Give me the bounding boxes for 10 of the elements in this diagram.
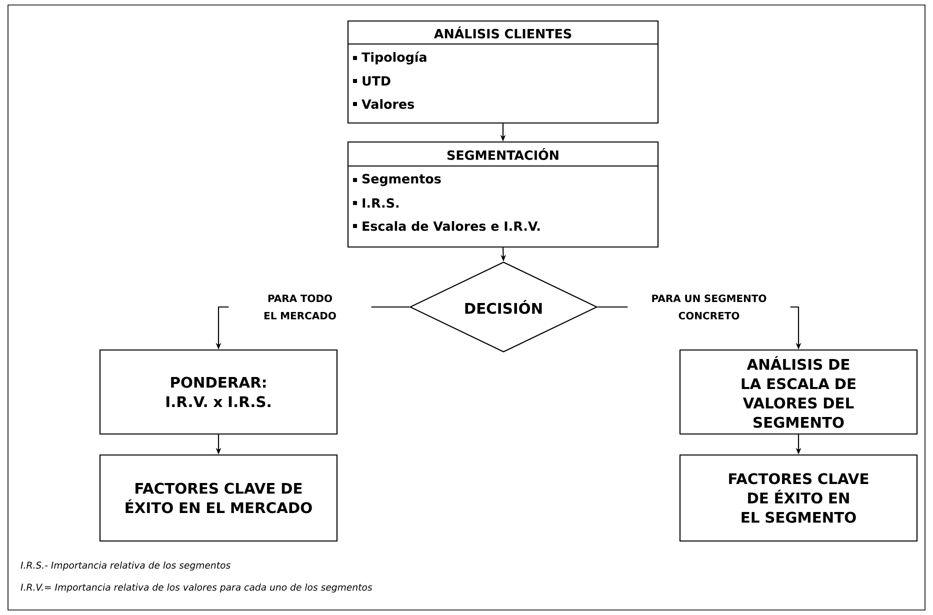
process-box: FACTORES CLAVE DE ÉXITO EN EL SEGMENTO xyxy=(679,454,918,542)
process-box: ANÁLISIS CLIENTES Tipología UTD Valores xyxy=(347,20,659,124)
footnote: I.R.S.- Importancia relativa de los segmentos xyxy=(20,562,230,571)
process-box: PONDERAR: I.R.V. x I.R.S. xyxy=(99,349,338,435)
edge-label: PARA UN SEGMENTO CONCRETO xyxy=(628,293,790,321)
edge-label: PARA TODO EL MERCADO xyxy=(228,293,372,321)
process-box: ANÁLISIS DE LA ESCALA DE VALORES DEL SEGMENTO xyxy=(679,349,918,435)
footnote: I.R.V.= Importancia relativa de los valores para cada uno de los segmentos xyxy=(20,584,372,593)
process-box: SEGMENTACIÓN Segmentos I.R.S. Escala de Valores e I.R.V. xyxy=(347,141,659,248)
process-box: FACTORES CLAVE DE ÉXITO EN EL MERCADO xyxy=(99,454,338,542)
